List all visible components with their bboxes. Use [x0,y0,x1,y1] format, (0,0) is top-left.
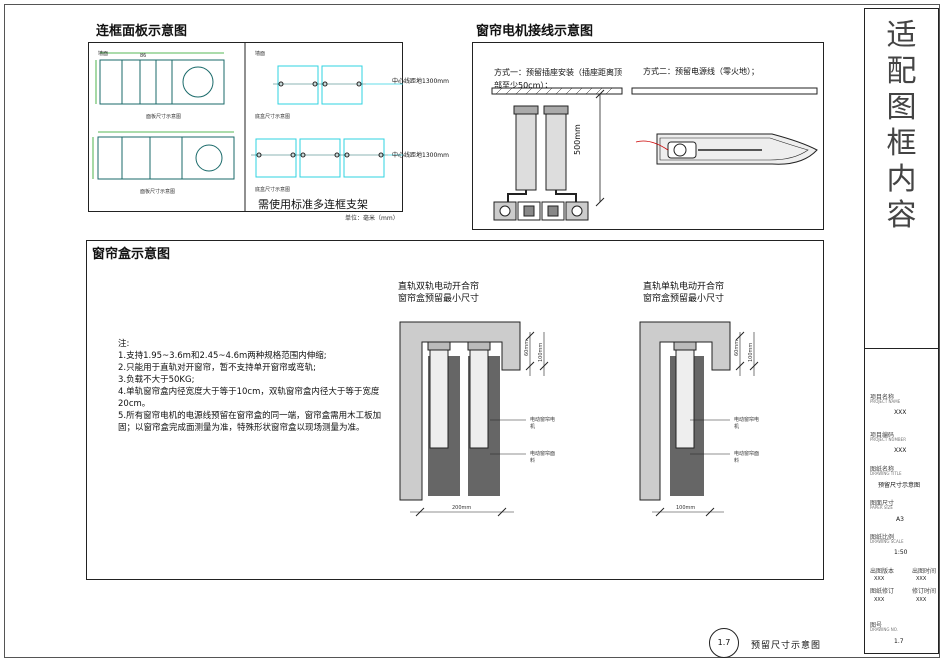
single-rail-box [639,321,759,517]
date-value: XXX [916,576,927,582]
panel-motor-frame [472,42,824,230]
vchar-2: 图 [886,90,917,125]
note-1: 1.支持1.95~3.6m和2.45~4.6m两种规格范围内伸缩; [118,351,327,361]
base-box-label-1: 底盒尺寸示意图 [255,114,291,120]
panel-box-frame [86,240,824,580]
panel-top [95,52,225,105]
width-double: 200mm [452,505,472,511]
wall-label-2: 墙面 [255,51,266,57]
socket-row [493,201,589,221]
version-value: XXX [874,576,885,582]
panel-box-title: 窗帘盒示意图 [92,247,171,262]
single-rail-subtitle: 窗帘盒预留最小尺寸 [643,294,725,304]
double-height-100: 100mm [538,342,544,362]
paper-size-sub: PAPER SIZE [870,505,893,510]
base-boxes-top [273,65,403,105]
notes-block: 注: 1.支持1.95~3.6m和2.45~4.6m两种规格范围内伸缩; 2.只… [118,338,386,434]
base-box-label-2: 底盒尺寸示意图 [255,187,291,193]
scale-value: 1:50 [894,549,908,556]
double-rail-subtitle: 窗帘盒预留最小尺寸 [398,294,480,304]
width-single: 100mm [676,505,696,511]
panel-size-label-1: 面板尺寸示意图 [146,114,182,120]
vchar-5: 容 [886,198,917,233]
double-fabric-label: 电动窗帘面料 [530,451,556,464]
vchar-4: 内 [886,162,917,197]
project-number-label: 项目编码 [870,432,895,439]
double-rail-title: 直轨双轨电动开合帘 [398,282,480,292]
double-rail-box [399,321,549,517]
project-number-sub: PROJECT NUMBER [870,437,906,442]
dim-86-label: 86 [140,53,147,59]
panel-motor-title: 窗帘电机接线示意图 [476,24,594,39]
project-name-value: XXX [894,409,907,416]
drawing-title-sub: DRAWING TITLE [870,471,902,476]
revision-date-label: 修订时间 [912,588,937,595]
double-motor-label: 电动窗帘电机 [530,417,556,430]
option-two-text: 方式二：预留电源线（零火地）； [643,67,759,76]
single-height-100: 100mm [748,342,754,362]
revision-date-value: XXX [916,597,927,603]
option-one-text: 方式一：预留插座安装（插座距离顶部至少50cm）； [494,68,622,90]
vertical-title: 适 配 图 框 内 容 [864,18,939,234]
drawing-title-label: 图纸名称 [870,466,895,473]
note-0: 注: [118,339,130,349]
sheet-number-circle: 1.7 [709,628,739,658]
vchar-1: 配 [886,54,917,89]
single-fabric-label: 电动窗帘面料 [734,451,760,464]
drawing-no-value: 1.7 [894,638,904,645]
center-line-label-2: 中心线距地1300mm [392,152,449,159]
panel-board-title: 连框面板示意图 [96,24,188,39]
motor-wiring-drawing [491,87,818,221]
sheet-number: 1.7 [717,638,731,647]
wall-label-1: 墙面 [98,51,109,57]
title-block-divider [864,348,939,349]
project-name-label: 项目名称 [870,394,895,401]
revision-value: XXX [874,597,885,603]
project-number-value: XXX [894,447,907,454]
note-4: 4.单轨窗帘盒内径宽度大于等于10cm，双轨窗帘盒内径大于等于宽度20cm。 [118,387,380,409]
vchar-0: 适 [886,18,917,53]
curtain-box-drawing [399,321,759,517]
date-label: 出图时间 [912,568,937,575]
drawing-no-sub: DRAWING NO. [870,627,898,632]
title-block [864,8,939,654]
panel-size-label-2: 面板尺寸示意图 [140,189,176,195]
scale-label: 图纸比例 [870,534,895,541]
support-note: 需使用标准多连框支架 [258,198,368,211]
drawing-title-value: 预留尺寸示意图 [878,482,921,489]
scale-sub: DRAWING SCALE [870,539,904,544]
panel-board-drawing [92,42,403,212]
vchar-3: 框 [886,126,917,161]
base-boxes-bottom [251,138,403,178]
sheet-title: 预留尺寸示意图 [751,641,822,651]
double-height-60: 60mm [524,339,530,356]
dim-500mm: 500mm [573,124,582,155]
drawing-frame [4,4,940,658]
note-5: 5.所有窗帘电机的电源线预留在窗帘盒的同一端，窗帘盒需用木工板加固；以窗帘盒完成… [118,411,382,433]
unit-note: 单位：毫米（mm） [345,215,399,222]
version-label: 出图版本 [870,568,895,575]
single-motor-label: 电动窗帘电机 [734,417,760,430]
single-rail-title: 直轨单轨电动开合帘 [643,282,725,292]
paper-size-value: A3 [896,516,904,523]
revision-label: 图纸修订 [870,588,895,595]
drawing-no-label: 图号 [870,622,883,629]
panel-bottom [92,131,235,180]
note-3: 3.负载不大于50KG; [118,375,195,385]
note-2: 2.只能用于直轨对开窗帘，暂不支持单开窗帘或弯轨; [118,363,316,373]
center-line-label-1: 中心线距地1300mm [392,78,449,85]
project-name-sub: PROJECT NAME [870,399,901,404]
single-height-60: 60mm [734,339,740,356]
paper-size-label: 图面尺寸 [870,500,895,507]
